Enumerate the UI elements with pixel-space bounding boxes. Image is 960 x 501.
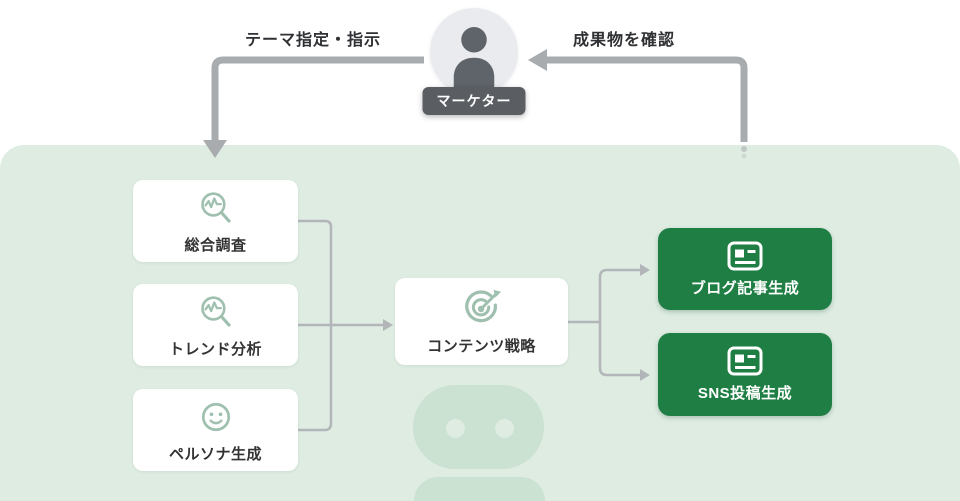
agent-card-label: ペルソナ生成	[168, 445, 262, 463]
output-card-label: ブログ記事生成	[690, 279, 800, 297]
search-wave-icon	[195, 292, 237, 332]
robot-eye-icon	[495, 419, 514, 438]
robot-eye-icon	[446, 419, 465, 438]
smiley-icon	[196, 397, 236, 437]
agent-card-label: コンテンツ戦略	[427, 338, 536, 355]
agent-card-label: 総合調査	[184, 236, 247, 254]
agent-card-persona: ペルソナ生成	[133, 389, 298, 471]
agent-card-label: トレンド分析	[168, 340, 262, 358]
article-icon	[727, 346, 763, 376]
agent-card-research: 総合調査	[133, 180, 298, 262]
output-card-sns: SNS投稿生成	[658, 333, 832, 416]
person-icon	[453, 27, 495, 96]
robot-head-watermark	[413, 385, 544, 469]
robot-body-watermark	[414, 477, 545, 501]
output-card-blog: ブログ記事生成	[658, 228, 832, 310]
target-arrow-icon	[459, 287, 505, 329]
marketer-avatar	[430, 8, 518, 96]
search-wave-icon	[195, 188, 237, 228]
output-card-label: SNS投稿生成	[697, 385, 793, 402]
article-icon	[727, 241, 763, 271]
agent-card-strategy: コンテンツ戦略	[395, 278, 568, 365]
agent-card-trend: トレンド分析	[133, 284, 298, 366]
output-flow-label: 成果物を確認	[572, 32, 676, 49]
input-flow-label: テーマ指定・指示	[244, 32, 382, 49]
marketer-badge: マーケター	[422, 87, 526, 115]
